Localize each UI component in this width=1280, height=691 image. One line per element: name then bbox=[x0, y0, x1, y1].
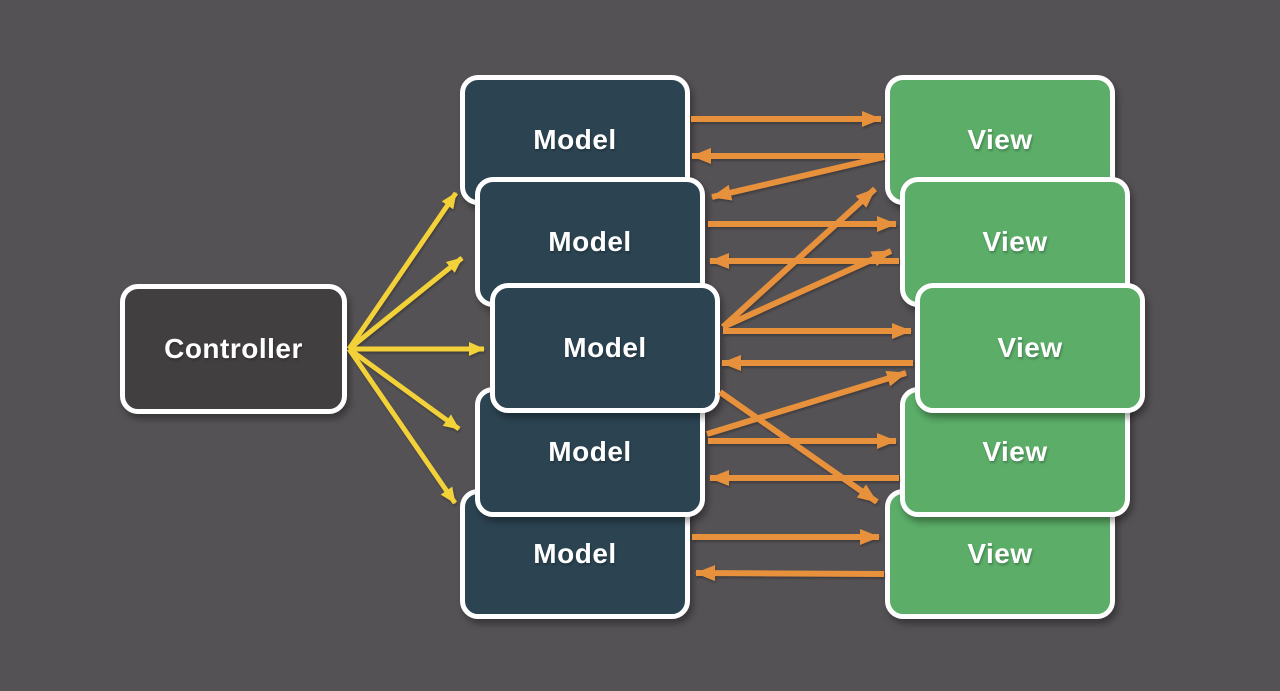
model-3-to-view-2-arrow bbox=[721, 248, 893, 330]
view-3-box: View bbox=[915, 283, 1145, 413]
model-3-label: Model bbox=[563, 332, 647, 363]
model-1-label: Model bbox=[533, 124, 617, 155]
controller-box: Controller bbox=[120, 284, 347, 414]
view-1-label: View bbox=[967, 124, 1033, 155]
view-4-label: View bbox=[982, 436, 1048, 467]
model-4-label: Model bbox=[548, 436, 632, 467]
model-4-to-view-3-arrow bbox=[706, 370, 907, 437]
controller-to-model-4-arrow bbox=[347, 346, 461, 432]
controller-to-model-1-arrow bbox=[346, 191, 459, 351]
model-2-label: Model bbox=[548, 226, 632, 257]
controller-label: Controller bbox=[164, 333, 303, 364]
model-3-box: Model bbox=[490, 283, 720, 413]
view-3-label: View bbox=[997, 332, 1063, 363]
view-5-to-model-5-arrow bbox=[695, 565, 885, 582]
controller-to-model-5-arrow bbox=[346, 347, 458, 505]
model-3-to-view-1-arrow bbox=[720, 186, 878, 330]
controller-to-model-2-arrow bbox=[347, 256, 464, 351]
view-5-label: View bbox=[967, 538, 1033, 569]
model-5-label: Model bbox=[533, 538, 617, 569]
view-2-label: View bbox=[982, 226, 1048, 257]
view-1-to-model-2-arrow bbox=[711, 154, 885, 201]
model-3-to-view-5-arrow bbox=[718, 389, 879, 505]
